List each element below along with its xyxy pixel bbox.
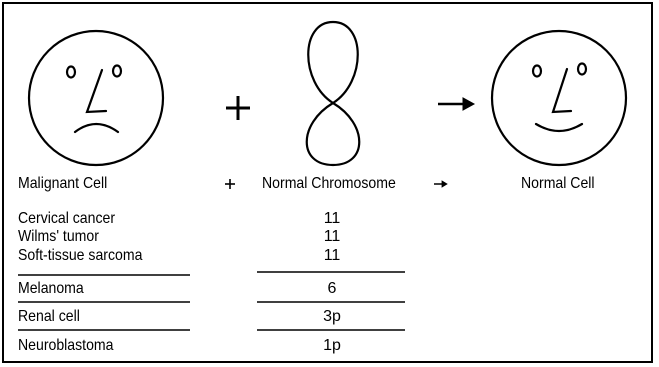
tumor-name: Soft-tissue sarcoma (18, 247, 142, 265)
chromosome-value: 11 (292, 210, 372, 228)
tumor-name: Melanoma (18, 280, 84, 298)
label-row-plus-icon (225, 179, 235, 189)
chromosome-value: 3p (292, 308, 372, 326)
normal-cell-label: Normal Cell (521, 175, 595, 193)
tumor-name: Cervical cancer (18, 210, 115, 228)
chromosome-value: 11 (292, 247, 372, 265)
tumor-name: Neuroblastoma (18, 337, 113, 355)
normal-chromosome-label: Normal Chromosome (262, 175, 396, 193)
tumor-name: Renal cell (18, 308, 80, 326)
tumor-name: Wilms' tumor (18, 228, 99, 246)
chromosome-value: 6 (292, 280, 372, 298)
sad-face-icon (29, 31, 163, 165)
label-row-arrow-icon (434, 181, 447, 187)
arrow-icon (438, 98, 474, 110)
malignant-cell-label: Malignant Cell (18, 175, 107, 193)
chromosome-value: 1p (292, 337, 372, 355)
chromosome-icon (307, 22, 360, 165)
plus-sign-icon (226, 96, 250, 120)
happy-face-icon (492, 31, 626, 165)
chromosome-value: 11 (292, 228, 372, 246)
